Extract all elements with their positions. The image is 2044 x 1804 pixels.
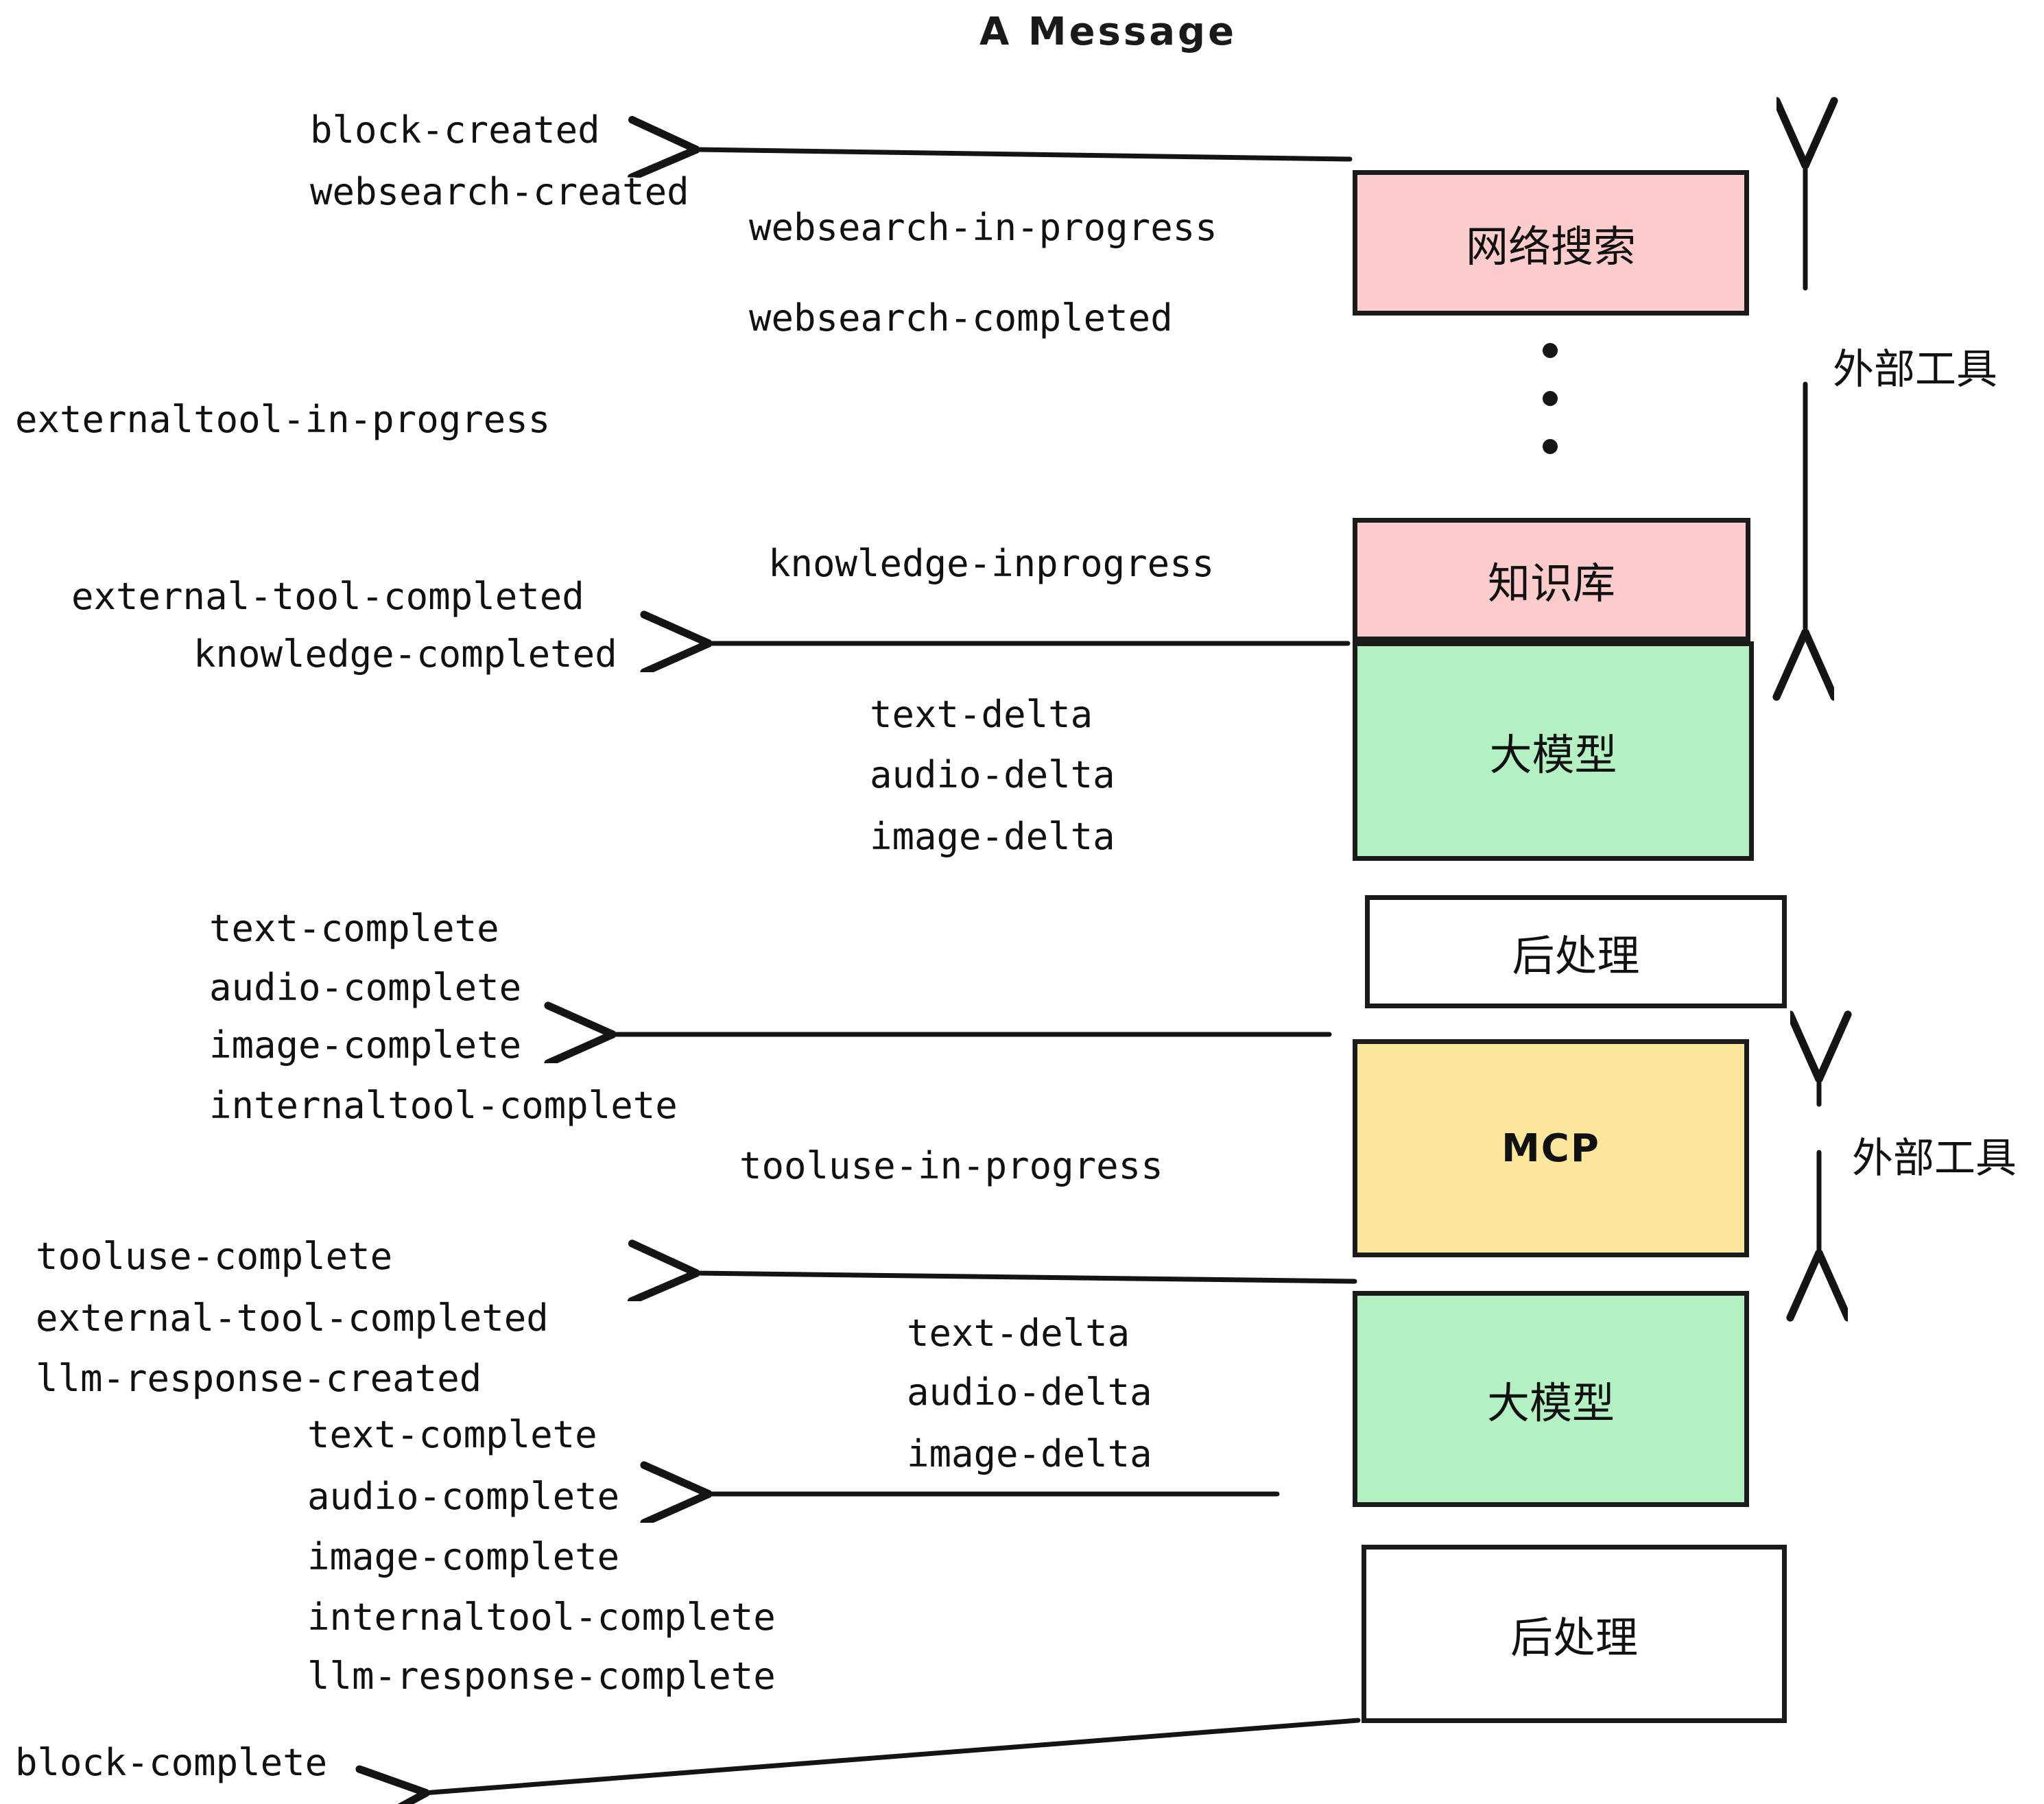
event-label-text-delta-1: text-delta <box>870 693 1093 736</box>
event-label-image-delta-1: image-delta <box>870 815 1115 858</box>
box-label: 后处理 <box>1512 930 1640 981</box>
event-label-knowledge-inprogress: knowledge-inprogress <box>768 542 1215 585</box>
ellipsis-dots <box>1543 343 1558 454</box>
flow-arrow-block-created-arrow <box>694 150 1353 159</box>
side-label-external-tools-top: 外部工具 <box>1833 346 1997 394</box>
flow-arrow-tooluse-complete-arrow <box>694 1273 1357 1281</box>
event-label-audio-complete-1: audio-complete <box>209 966 522 1009</box>
box-label: 大模型 <box>1489 730 1617 780</box>
box-post-1: 后处理 <box>1365 895 1787 1008</box>
event-label-externaltool-in-progress: externaltool-in-progress <box>15 398 551 441</box>
event-label-external-tool-completed-1: external-tool-completed <box>71 575 584 618</box>
event-label-tooluse-complete: tooluse-complete <box>36 1235 393 1278</box>
event-label-websearch-created: websearch-created <box>310 170 689 213</box>
box-llm-1: 大模型 <box>1353 641 1754 861</box>
event-label-websearch-completed: websearch-completed <box>749 296 1173 340</box>
box-label: MCP <box>1501 1126 1600 1171</box>
event-label-text-complete-1: text-complete <box>209 907 499 950</box>
page-title: A Message <box>979 10 1237 54</box>
event-label-image-delta-2: image-delta <box>907 1432 1152 1475</box>
event-label-audio-delta-2: audio-delta <box>907 1370 1152 1414</box>
event-label-internaltool-complete-1: internaltool-complete <box>209 1084 678 1127</box>
box-mcp: MCP <box>1353 1039 1749 1257</box>
event-label-websearch-in-progress: websearch-in-progress <box>749 206 1217 249</box>
event-label-external-tool-completed-2: external-tool-completed <box>36 1296 549 1340</box>
event-label-knowledge-completed: knowledge-completed <box>193 632 617 676</box>
box-knowledge: 知识库 <box>1353 518 1750 641</box>
side-label-external-tools-bottom: 外部工具 <box>1852 1135 2017 1183</box>
box-websearch: 网络搜索 <box>1353 170 1749 316</box>
flow-arrow-block-complete-arrow <box>424 1718 1361 1793</box>
event-label-block-complete: block-complete <box>15 1741 328 1784</box>
box-label: 后处理 <box>1510 1613 1638 1663</box>
event-label-text-delta-2: text-delta <box>907 1312 1130 1355</box>
box-llm-2: 大模型 <box>1353 1291 1749 1507</box>
event-label-audio-complete-2: audio-complete <box>307 1475 620 1518</box>
box-label: 网络搜索 <box>1465 222 1636 272</box>
event-label-llm-response-complete: llm-response-complete <box>307 1654 776 1698</box>
event-label-tooluse-in-progress: tooluse-in-progress <box>739 1144 1163 1187</box>
event-label-image-complete-1: image-complete <box>209 1023 522 1067</box>
event-label-llm-response-created: llm-response-created <box>36 1357 482 1400</box>
event-label-audio-delta-1: audio-delta <box>870 753 1115 796</box>
event-label-internaltool-complete-2: internaltool-complete <box>307 1595 776 1639</box>
box-label: 知识库 <box>1487 558 1615 608</box>
box-label: 大模型 <box>1486 1377 1615 1428</box>
event-label-block-created: block-created <box>310 108 600 152</box>
event-label-image-complete-2: image-complete <box>307 1535 620 1578</box>
event-label-text-complete-2: text-complete <box>307 1413 597 1456</box>
box-post-2: 后处理 <box>1362 1545 1787 1723</box>
